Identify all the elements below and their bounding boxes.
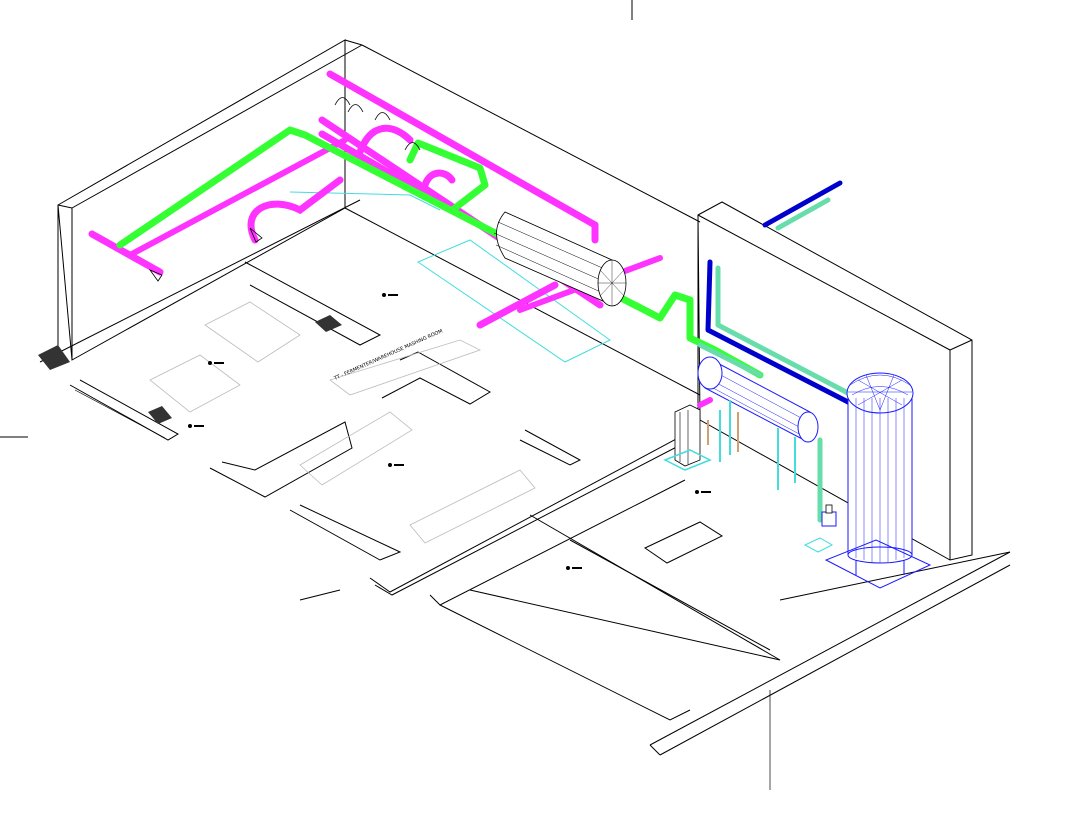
north-arrow-icon <box>382 293 398 297</box>
pump-unit <box>803 504 837 553</box>
north-arrow-icon <box>695 490 711 494</box>
hose-loops <box>148 97 421 282</box>
hatch-square-icon <box>315 315 342 332</box>
vertical-vessel <box>824 372 932 589</box>
north-arrow-icon <box>208 361 224 365</box>
magenta-pipes <box>88 70 713 408</box>
blue-pipes <box>705 180 853 406</box>
north-arrows <box>188 293 711 570</box>
room-tag-icon <box>409 469 536 544</box>
north-arrow-icon <box>388 463 404 467</box>
teal-pipes <box>697 197 851 523</box>
room-tag-icon <box>299 411 413 486</box>
room-tag-1-label: TT - FERMENTER/WAREHOUSE MASHING ROOM <box>332 328 443 382</box>
horizontal-vessel <box>697 356 819 490</box>
cyan-floor-outline <box>289 191 611 363</box>
floor-plan-lines <box>0 0 1011 790</box>
building-walls <box>57 39 973 561</box>
north-arrow-icon <box>188 424 204 428</box>
room-tag-icon <box>204 301 301 363</box>
horizontal-tank <box>493 211 627 307</box>
room-tag-icon <box>329 339 482 396</box>
hatch-square-icon <box>38 345 70 370</box>
hatch-squares <box>38 315 342 424</box>
room-tags <box>149 301 536 544</box>
control-cabinet <box>663 404 712 471</box>
room-tag-icon <box>149 354 241 413</box>
north-arrow-icon <box>566 566 582 570</box>
hatch-square-icon <box>148 406 172 424</box>
